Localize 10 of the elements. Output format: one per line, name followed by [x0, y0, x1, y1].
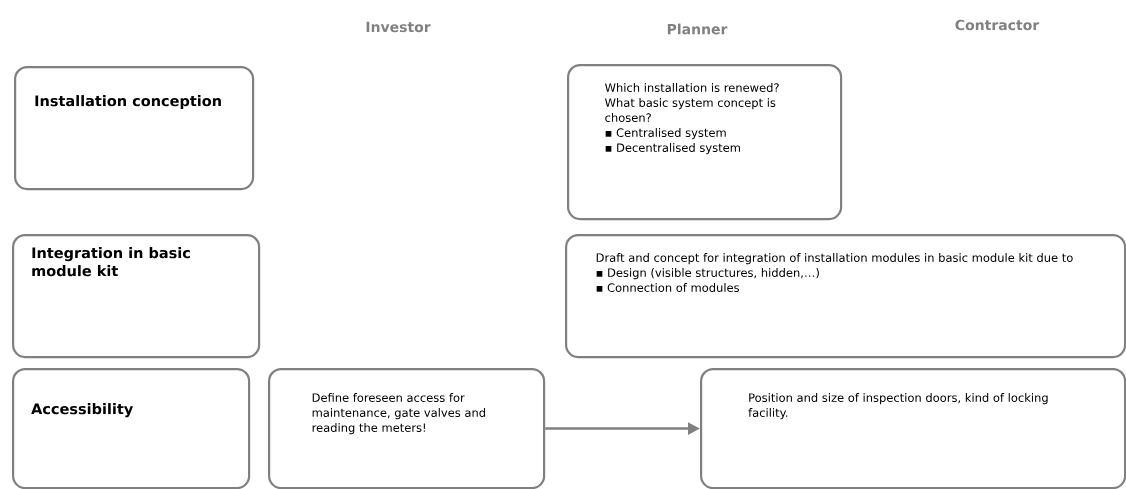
- stage-box: Installation conception: [14, 66, 255, 191]
- column-header: Investor: [366, 21, 431, 33]
- stage-box: Accessibility: [12, 367, 251, 489]
- column-header: Planner: [667, 23, 728, 35]
- task-box: Position and size of inspection doors, kind of locking facility.: [700, 367, 1126, 489]
- task-box: Draft and concept for integration of installation modules in basic module kit due to ▪ Design (visible structures, hidden,…) ▪ Connection of modules: [565, 234, 1126, 359]
- task-box: Which installation is renewed? What basic system concept is chosen? ▪ Centralised system ▪ Decentralised system: [567, 64, 843, 221]
- column-header: Contractor: [955, 19, 1040, 31]
- task-box: Define foreseen access for maintenance, gate valves and reading the meters!: [268, 367, 546, 489]
- stage-box: Integration in basic module kit: [12, 234, 261, 359]
